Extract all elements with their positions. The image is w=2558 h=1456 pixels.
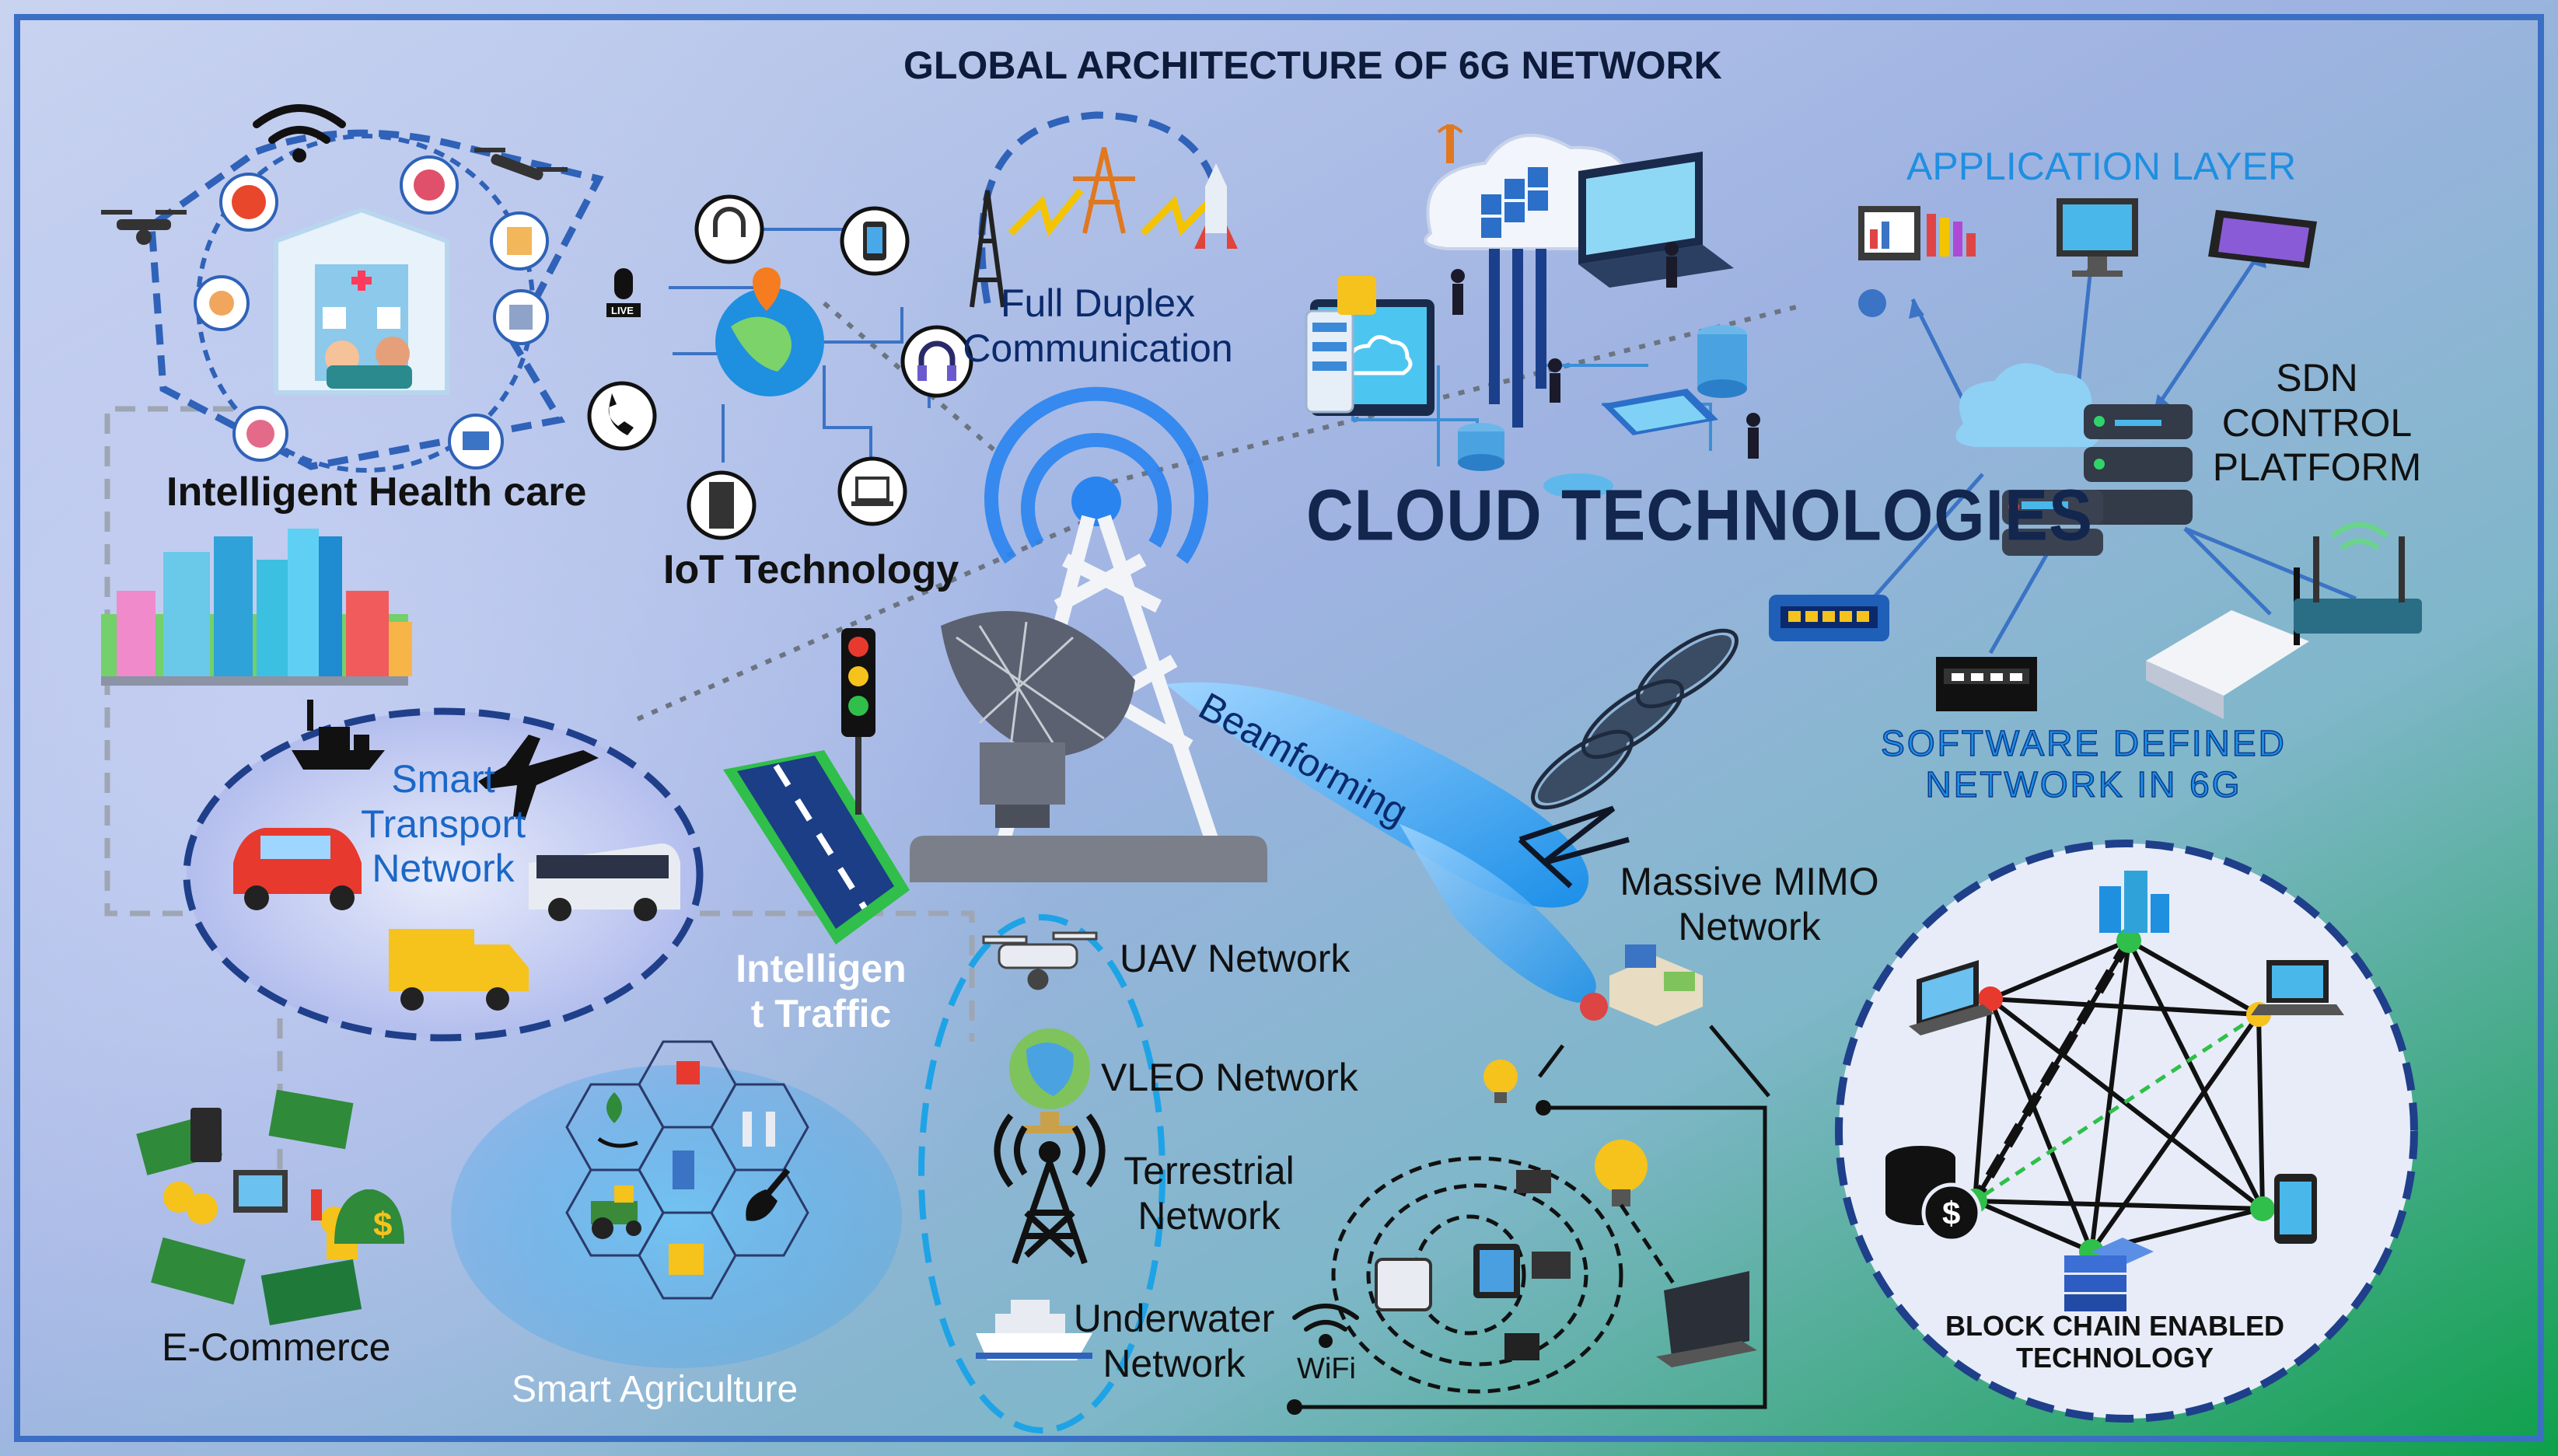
full-duplex-label: Full Duplex Communication: [963, 281, 1233, 370]
wifi-icon: [253, 104, 346, 162]
server-icon: [2064, 1238, 2154, 1311]
server-icon: [2002, 404, 2193, 556]
iot-cluster: LIVE: [587, 194, 973, 540]
laptop-icon: [1656, 1271, 1757, 1367]
smartphone-icon: [2208, 210, 2317, 268]
truck-icon: [389, 929, 529, 1011]
agriculture-cluster: [451, 1040, 902, 1368]
traffic-cluster: [723, 628, 910, 944]
laptop-icon: [2251, 960, 2344, 1015]
intelligent-traffic-label: Intelligen t Traffic: [736, 947, 907, 1035]
monitor-icon: [2057, 198, 2138, 277]
router-icon: [1769, 595, 1889, 641]
road-icon: [737, 756, 894, 929]
coins-icon: $: [1885, 1146, 1982, 1243]
blockchain-cluster: $: [1835, 840, 2418, 1423]
wifi-links: [1295, 1025, 1770, 1409]
drone-icon: [474, 148, 568, 180]
wifi-range-circles: [1331, 1156, 1686, 1394]
application-layer-label: APPLICATION LAYER: [1906, 145, 2297, 188]
smartphone-icon: [1602, 389, 1718, 435]
server-icon: [687, 470, 757, 540]
software-defined-network-label: SOFTWARE DEFINED NETWORK IN 6G: [1880, 722, 2287, 805]
doctor-icon: [400, 155, 459, 215]
cell-tower-icon: [994, 1113, 1106, 1265]
laptop-icon: [837, 456, 907, 526]
underwater-network-label: Underwater Network: [1073, 1297, 1275, 1385]
svg-text:$: $: [1942, 1195, 1960, 1231]
terrestrial-network-label: Terrestrial Network: [1123, 1149, 1295, 1238]
city-icon: [2099, 871, 2169, 933]
satellite-dish-icon: [910, 611, 1267, 882]
chip-icon: [1375, 1258, 1432, 1311]
cloud-icon: [1955, 363, 2103, 447]
wifi-icon: [1292, 1304, 1359, 1348]
cloud-technologies-label: CLOUD TECHNOLOGIES: [1306, 475, 2094, 556]
car-icon: [233, 828, 362, 910]
full-duplex-cluster: [970, 111, 1238, 308]
wifi-label: WiFi: [1297, 1353, 1356, 1385]
microphone-icon: [606, 268, 641, 317]
ship-icon: [292, 700, 385, 770]
tractor-icon: [591, 1185, 641, 1239]
antenna-icon: [1437, 124, 1463, 163]
virus-icon: [219, 173, 278, 232]
ecommerce-cluster: $: [136, 1089, 404, 1325]
rocket-icon: [1194, 163, 1238, 249]
cloud-cluster: [1305, 124, 1760, 498]
transmission-tower-icon: [970, 190, 1005, 308]
sdn-cluster: [1769, 198, 2422, 719]
laptop-icon: [1578, 152, 1734, 288]
database-icon: [1697, 325, 1747, 398]
monitor-icon: [1858, 206, 1920, 260]
server-icon: [1305, 309, 1354, 414]
ecommerce-label: E-Commerce: [162, 1325, 391, 1369]
cruise-ship-icon: [976, 1300, 1092, 1360]
vleo-network-label: VLEO Network: [1101, 1056, 1358, 1099]
city-icon: [101, 529, 412, 686]
antenna-icon: [1518, 628, 1739, 889]
smart-transport-label: Smart Transport Network: [360, 757, 526, 890]
headphones-icon: [694, 194, 764, 264]
sdn-control-platform-label: SDN CONTROL PLATFORM: [2212, 356, 2422, 489]
router-icon: [2294, 522, 2422, 634]
factory-icon: [1580, 944, 1703, 1026]
transmission-tower-icon: [1073, 147, 1135, 234]
smart-agriculture-label: Smart Agriculture: [512, 1369, 799, 1410]
frame: [14, 14, 2544, 1442]
switch-icon: [1936, 657, 2037, 711]
tablet-icon: [1473, 1244, 1520, 1298]
lightbulb-icon: [1595, 1140, 1648, 1206]
plant-icon: [597, 1092, 638, 1148]
shovel-icon: [746, 1168, 791, 1221]
headphones-icon: [900, 325, 973, 398]
massive-mimo-label: Massive MIMO Network: [1620, 860, 1879, 948]
network-tier-ellipse: [918, 914, 1165, 1433]
drone-icon: [982, 931, 1098, 990]
live-badge: LIVE: [611, 305, 634, 316]
globe-icon: [1009, 1028, 1090, 1133]
phone-icon: [587, 381, 657, 451]
bus-icon: [529, 843, 680, 921]
lightbulb-icon: [1483, 1060, 1518, 1103]
database-icon: [1458, 423, 1504, 471]
beamforming-lobes: [1166, 682, 1596, 1003]
health-care-label: Intelligent Health care: [166, 470, 587, 515]
airplane-icon: [478, 735, 599, 820]
smartphone-icon: [840, 206, 910, 276]
svg-text:$: $: [373, 1206, 392, 1244]
health-care-cluster: [101, 104, 604, 473]
iot-technology-label: IoT Technology: [663, 547, 959, 592]
smartphone-icon: [2274, 1174, 2317, 1244]
blockchain-label: BLOCK CHAIN ENABLED TECHNOLOGY: [1945, 1310, 2284, 1374]
drone-icon: [101, 210, 187, 245]
uav-network-label: UAV Network: [1120, 937, 1351, 980]
transport-cluster: [183, 700, 704, 1042]
laptop-icon: [1909, 960, 1994, 1035]
page-title: GLOBAL ARCHITECTURE OF 6G NETWORK: [903, 44, 1722, 87]
laptop-icon: [1504, 1170, 1571, 1360]
traffic-light-icon: [841, 628, 875, 815]
